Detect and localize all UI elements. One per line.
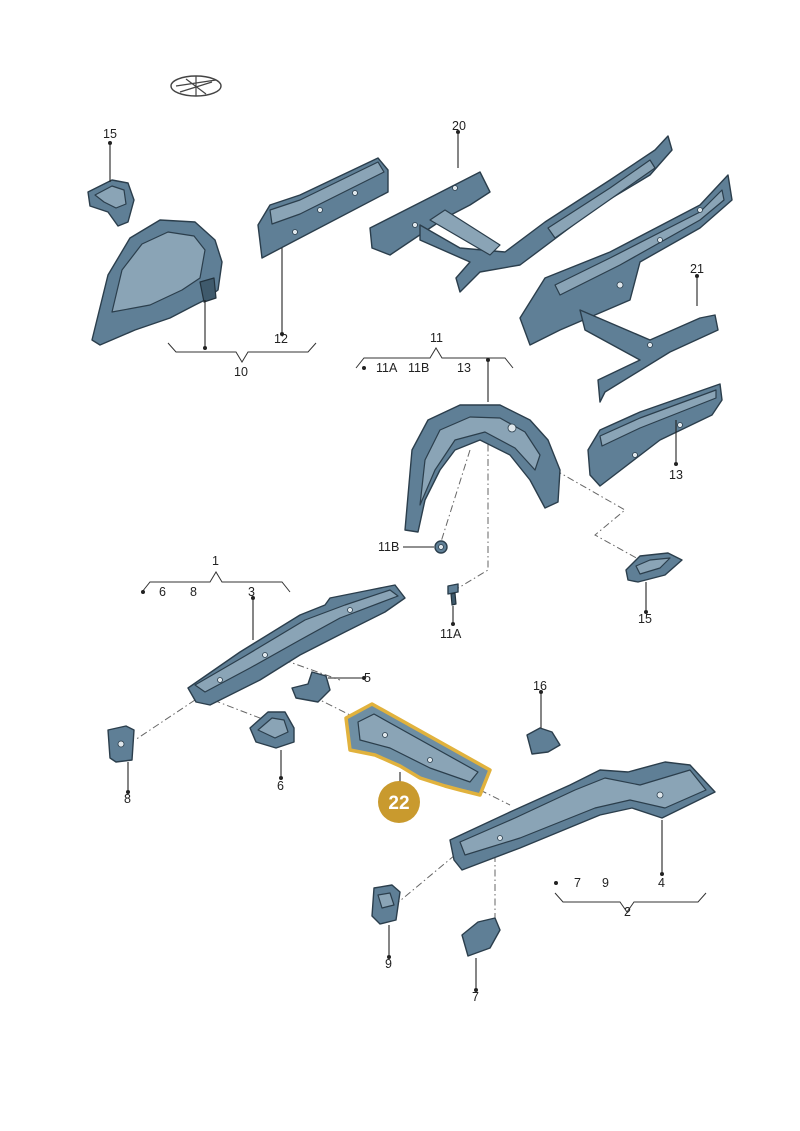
callout-9-group: 9 <box>602 876 609 890</box>
callout-1: 1 <box>212 554 219 568</box>
part-12-rail <box>257 157 389 259</box>
part-13-rail <box>587 383 723 487</box>
leader-lines <box>109 134 707 988</box>
callout-8: 8 <box>124 792 131 806</box>
callout-11B: 11B <box>378 540 399 554</box>
callout-13-group: 13 <box>457 361 471 375</box>
callout-10: 10 <box>234 365 248 379</box>
callout-11: 11 <box>430 331 443 345</box>
callout-15-top: 15 <box>103 127 117 141</box>
callout-7-group: 7 <box>574 876 581 890</box>
part-5-bracket <box>291 671 331 703</box>
part-15-bracket-top <box>87 179 135 227</box>
part-4-longitudinal-member <box>449 761 716 871</box>
callout-16: 16 <box>533 679 547 693</box>
callout-6: 6 <box>277 779 284 793</box>
part-6-bracket <box>249 711 295 749</box>
callout-11A: 11A <box>440 627 462 641</box>
callout-4: 4 <box>658 876 665 890</box>
callout-9: 9 <box>385 957 392 971</box>
callout-8-group: 8 <box>190 585 197 599</box>
part-10-wheel-arch <box>91 219 223 346</box>
callout-13: 13 <box>669 468 683 482</box>
part-8-plate <box>107 725 135 763</box>
brand-emblem-icon <box>170 75 222 97</box>
leader-markers <box>108 130 699 992</box>
part-3-longitudinal-member <box>187 584 406 706</box>
callout-20: 20 <box>452 119 466 133</box>
callout-labels: 15 12 10 20 21 11 11A 11B 13 13 11B 11A … <box>103 119 704 1004</box>
callout-6-group: 6 <box>159 585 166 599</box>
callout-12: 12 <box>274 332 288 346</box>
part-16-bracket <box>526 727 561 755</box>
callout-15-right: 15 <box>638 612 652 626</box>
callout-5: 5 <box>364 671 371 685</box>
callout-11B-group: 11B <box>408 361 429 375</box>
part-7-bracket <box>461 917 501 957</box>
part-22-crossmember-highlighted <box>344 702 492 797</box>
part-9-bracket <box>371 884 401 925</box>
badge-label: 22 <box>388 793 409 814</box>
callout-3: 3 <box>248 585 255 599</box>
part-20-frame <box>369 135 673 293</box>
callout-2: 2 <box>624 905 631 919</box>
part-15-bracket-right <box>625 552 683 583</box>
callout-7: 7 <box>472 990 479 1004</box>
part-11-wheel-arch <box>404 404 561 533</box>
highlight-badge-22[interactable]: 22 <box>378 781 420 823</box>
part-21-frame <box>519 174 733 403</box>
callout-21: 21 <box>690 262 704 276</box>
callout-11A-group: 11A <box>376 361 398 375</box>
part-11A-screw <box>447 583 459 606</box>
part-11B-nut <box>434 540 448 554</box>
